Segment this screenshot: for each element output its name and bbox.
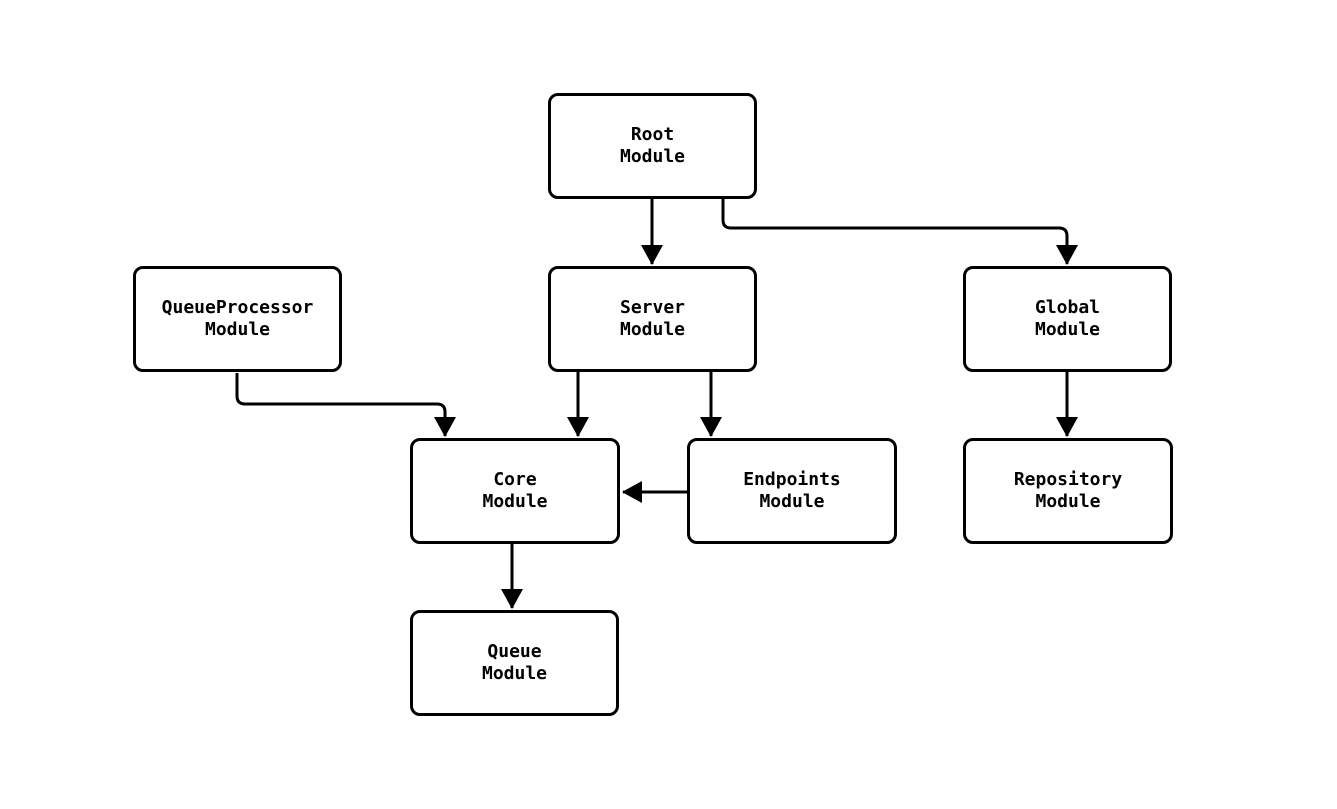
node-queue-module-label: Queue Module <box>481 641 548 684</box>
node-root-module: Root Module <box>548 93 757 199</box>
node-queue-module: Queue Module <box>410 610 619 716</box>
node-endpoints-module-label: Endpoints Module <box>743 469 841 512</box>
node-queueprocessor-module: QueueProcessor Module <box>133 266 342 372</box>
node-root-module-label: Root Module <box>619 124 686 167</box>
node-core-module: Core Module <box>410 438 620 544</box>
node-core-module-label: Core Module <box>482 469 548 512</box>
node-repository-module-label: Repository Module <box>1013 469 1123 512</box>
node-repository-module: Repository Module <box>963 438 1173 544</box>
node-global-module-label: Global Module <box>1034 297 1101 340</box>
node-global-module: Global Module <box>963 266 1172 372</box>
node-server-module-label: Server Module <box>619 297 686 340</box>
node-queueprocessor-module-label: QueueProcessor Module <box>161 297 314 340</box>
edge-root-to-global <box>721 198 1078 265</box>
node-endpoints-module: Endpoints Module <box>687 438 897 544</box>
node-server-module: Server Module <box>548 266 757 372</box>
edge-queueprocessor-to-core <box>235 373 456 437</box>
